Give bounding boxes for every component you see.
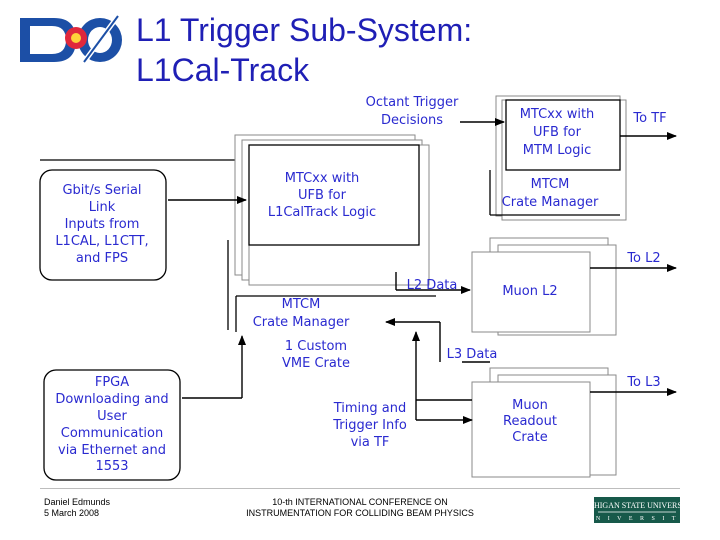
footer-date: 5 March 2008 bbox=[44, 508, 100, 518]
gbit-inputs-box bbox=[39, 169, 167, 281]
gbit-inputs-line-2: Link bbox=[89, 200, 116, 215]
l2-data-label: L2 Data bbox=[407, 278, 458, 293]
footer-conference-line-2: INSTRUMENTATION FOR COLLIDING BEAM PHYSI… bbox=[246, 508, 474, 518]
footer-conference-block: 10-th INTERNATIONAL CONFERENCE ON INSTRU… bbox=[230, 497, 490, 519]
gbit-inputs-line-1: Gbit/s Serial bbox=[62, 183, 141, 198]
diagram-labels: Octant Trigger Decisions MTCxx with UFB … bbox=[55, 95, 666, 474]
mtcm-top-line-1: MTCM bbox=[531, 177, 570, 192]
octant-decisions-line-2: Decisions bbox=[381, 113, 443, 128]
to-l2-label: To L2 bbox=[626, 251, 660, 266]
footer-author: Daniel Edmunds bbox=[44, 497, 111, 507]
mtc-ufb-mtm-line-1: MTCxx with bbox=[520, 107, 595, 122]
mtc-ufb-cal-box bbox=[248, 144, 420, 246]
msu-logo-graphic: MICHIGAN STATE UNIVERSITY U N I V E R S … bbox=[579, 497, 695, 523]
fpga-line-3: User bbox=[97, 409, 127, 424]
mtc-ufb-mtm-line-3: MTM Logic bbox=[523, 143, 592, 158]
mtc-ufb-cal-line-3: L1CalTrack Logic bbox=[268, 205, 376, 220]
d0-logo bbox=[14, 10, 126, 66]
gbit-inputs-line-4: L1CAL, L1CTT, bbox=[55, 234, 148, 249]
mtcm-top-line-2: Crate Manager bbox=[502, 195, 599, 210]
gbit-inputs-line-3: Inputs from bbox=[65, 217, 140, 232]
mtcm-main-box bbox=[235, 295, 436, 332]
mtc-ufb-cal-line-2: UFB for bbox=[298, 188, 347, 203]
gbit-inputs-line-5: and FPS bbox=[76, 251, 128, 266]
mtc-ufb-mtm-line-2: UFB for bbox=[533, 125, 582, 140]
title-line-2: L1Cal-Track bbox=[136, 52, 310, 88]
to-tf-label: To TF bbox=[632, 111, 666, 126]
muon-readout-line-1: Muon bbox=[512, 398, 548, 413]
footer-divider bbox=[40, 488, 680, 489]
fpga-line-6: 1553 bbox=[95, 459, 128, 474]
svg-text:U N I V E R S I T Y: U N I V E R S I T Y bbox=[594, 516, 680, 522]
vme-crate-line-1: 1 Custom bbox=[285, 339, 347, 354]
muon-l2-label: Muon L2 bbox=[502, 284, 557, 299]
fpga-line-4: Communication bbox=[61, 426, 163, 441]
msu-logo: MICHIGAN STATE UNIVERSITY U N I V E R S … bbox=[579, 497, 695, 523]
fpga-box bbox=[43, 369, 181, 481]
mtc-ufb-cal-line-1: MTCxx with bbox=[285, 171, 360, 186]
timing-line-3: via TF bbox=[351, 435, 390, 450]
to-l3-label: To L3 bbox=[626, 375, 660, 390]
footer-author-block: Daniel Edmunds 5 March 2008 bbox=[44, 497, 110, 519]
muon-readout-line-3: Crate bbox=[512, 430, 547, 445]
mtc-ufb-mtm-box bbox=[505, 99, 621, 171]
fpga-line-2: Downloading and bbox=[55, 392, 168, 407]
muon-readout-line-2: Readout bbox=[503, 414, 557, 429]
timing-line-2: Trigger Info bbox=[332, 418, 407, 433]
fpga-line-1: FPGA bbox=[95, 375, 129, 390]
footer-conference-line-1: 10-th INTERNATIONAL CONFERENCE ON bbox=[272, 497, 448, 507]
l3-data-label: L3 Data bbox=[447, 347, 498, 362]
timing-line-1: Timing and bbox=[333, 401, 407, 416]
slide-title: L1 Trigger Sub-System: L1Cal-Track bbox=[136, 10, 472, 90]
d0-logo-graphic bbox=[20, 14, 122, 64]
fpga-line-5: via Ethernet and bbox=[58, 443, 166, 458]
mtcm-main-line-1: MTCM bbox=[282, 297, 321, 312]
muon-readout-stack bbox=[471, 367, 617, 478]
title-line-1: L1 Trigger Sub-System: bbox=[136, 12, 473, 48]
msu-logo-text: MICHIGAN STATE UNIVERSITY bbox=[594, 501, 680, 510]
vme-crate-line-2: VME Crate bbox=[282, 356, 350, 371]
arrows bbox=[168, 118, 677, 424]
muon-l2-stack bbox=[471, 237, 617, 336]
octant-decisions-line-1: Octant Trigger bbox=[366, 95, 459, 110]
mtcm-main-line-2: Crate Manager bbox=[253, 315, 350, 330]
